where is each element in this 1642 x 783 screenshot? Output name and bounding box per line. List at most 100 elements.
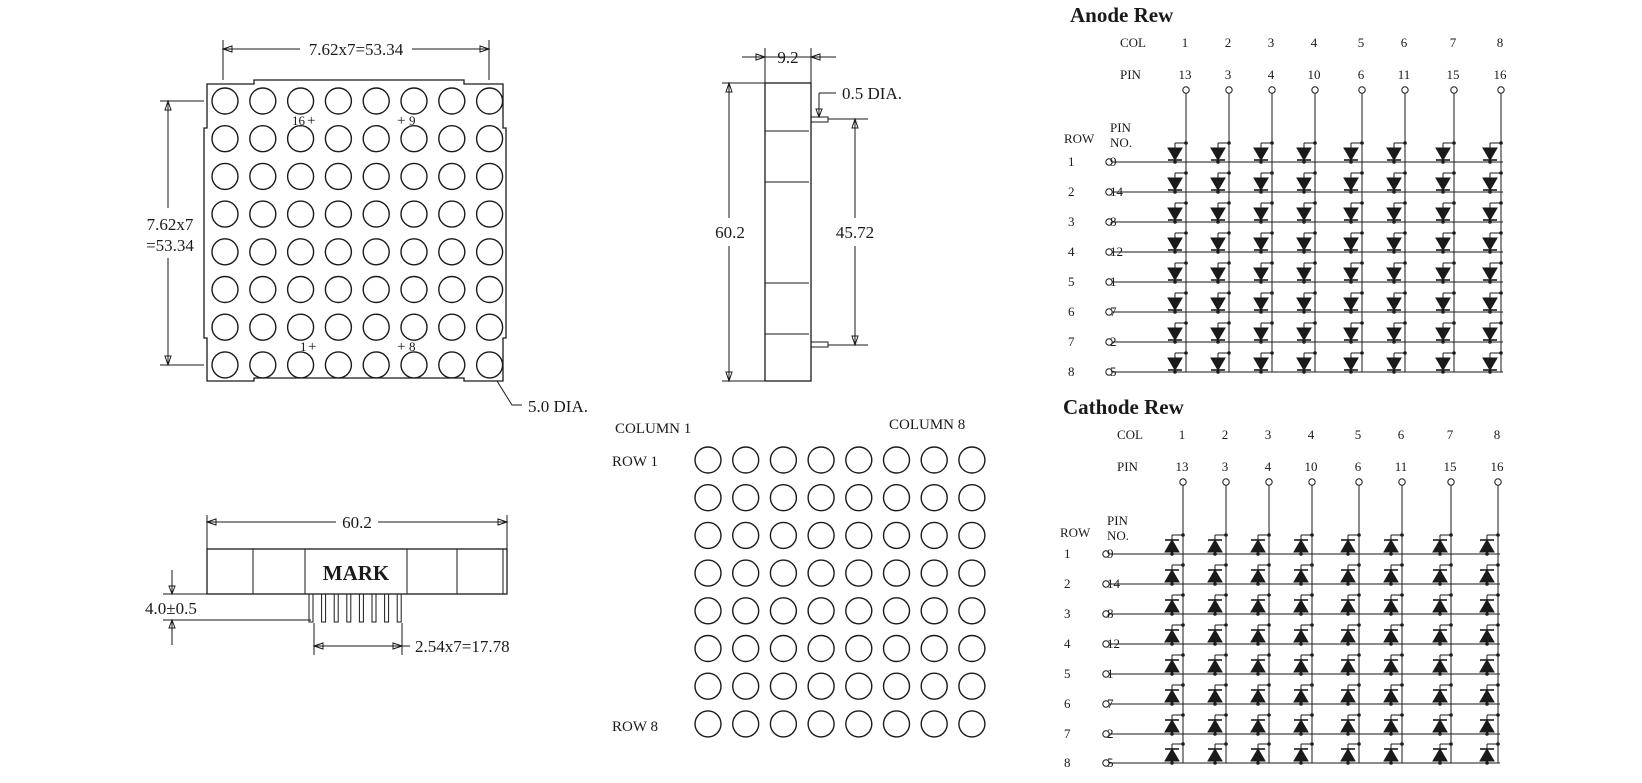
pin-mark-16: 16 [292, 113, 306, 128]
matrix-led-dot [920, 634, 948, 663]
led-diode-symbol [1343, 207, 1359, 221]
led-diode-symbol [1386, 147, 1402, 161]
matrix-led-dot [958, 710, 986, 738]
front-height-dimension-line2: =53.34 [146, 236, 194, 255]
led-diode-symbol [1164, 629, 1180, 643]
led-diode-symbol [1479, 719, 1495, 733]
column-pin-number: 11 [1395, 459, 1408, 474]
led-diode-symbol [1253, 177, 1269, 191]
matrix-led-dot [882, 634, 911, 663]
led-diode-symbol [1435, 267, 1451, 281]
cathode-pin-label: PIN [1117, 459, 1139, 474]
pin-mark-8: 8 [409, 339, 416, 354]
column-number: 4 [1311, 35, 1318, 50]
matrix-led-dot [958, 446, 986, 474]
front-led-dot [438, 200, 466, 228]
svg-text:+: + [397, 339, 405, 355]
front-led-dot [324, 351, 353, 379]
column-terminal [1311, 86, 1319, 94]
mark-label: MARK [323, 561, 390, 585]
led-diode-symbol [1432, 748, 1448, 762]
led-diode-symbol [1207, 569, 1223, 583]
led-diode-symbol [1293, 719, 1309, 733]
front-led-dot [475, 200, 504, 228]
matrix-led-dot [694, 672, 722, 700]
row-number: 1 [1064, 546, 1071, 561]
front-led-dot [400, 124, 428, 153]
led-diode-symbol [1250, 689, 1266, 703]
led-diode-symbol [1210, 357, 1226, 371]
front-led-dot [400, 238, 428, 266]
led-diode-symbol [1293, 629, 1309, 643]
led-diode-symbol [1435, 357, 1451, 371]
led-diode-symbol [1386, 267, 1402, 281]
led-diode-symbol [1250, 719, 1266, 733]
led-diode-symbol [1296, 357, 1312, 371]
led-diode-symbol [1293, 569, 1309, 583]
row-number: 8 [1064, 755, 1071, 770]
front-led-dot [249, 313, 277, 341]
front-led-dot [438, 162, 466, 191]
row-number: 7 [1068, 334, 1075, 349]
column-pin-number: 10 [1305, 459, 1318, 474]
column-pin-number: 6 [1355, 459, 1362, 474]
matrix-led-dot [732, 634, 760, 663]
column-terminal [1268, 86, 1276, 94]
front-led-dot [362, 87, 390, 115]
led-diode-symbol [1482, 357, 1498, 371]
bottom-pin [384, 593, 390, 623]
side-view-body [764, 82, 812, 382]
led-diode-symbol [1340, 599, 1356, 613]
bottom-pin [396, 593, 402, 623]
pin-pitch-dimension: 2.54x7=17.78 [415, 637, 510, 656]
front-led-dot [324, 200, 353, 228]
led-diode-symbol [1383, 748, 1399, 762]
row-number: 2 [1068, 184, 1075, 199]
led-diode-symbol [1432, 659, 1448, 673]
matrix-led-dot [845, 710, 873, 738]
led-diode-symbol [1435, 327, 1451, 341]
led-diode-symbol [1432, 539, 1448, 553]
matrix-led-dot [958, 484, 986, 512]
front-led-dot [475, 162, 504, 191]
pin-mark-9: 9 [409, 113, 416, 128]
led-diode-symbol [1164, 719, 1180, 733]
led-diode-symbol [1164, 748, 1180, 762]
matrix-led-dot [845, 597, 873, 625]
front-led-dot [324, 87, 353, 115]
led-diode-symbol [1386, 327, 1402, 341]
led-diode-symbol [1167, 237, 1183, 251]
matrix-led-dot [920, 710, 948, 738]
front-led-dot [211, 275, 239, 304]
led-diode-symbol [1479, 689, 1495, 703]
matrix-led-dot [958, 559, 986, 587]
front-led-dot [475, 351, 504, 379]
svg-text:+: + [307, 113, 315, 129]
matrix-led-dot [694, 634, 722, 663]
front-led-dot [475, 313, 504, 341]
led-diode-symbol [1293, 539, 1309, 553]
column-pin-number: 15 [1444, 459, 1457, 474]
column-pin-number: 6 [1358, 67, 1365, 82]
column-terminal [1355, 478, 1363, 486]
led-diode-symbol [1435, 207, 1451, 221]
led-diode-symbol [1164, 569, 1180, 583]
column-number: 2 [1225, 35, 1232, 50]
led-diode-symbol [1210, 327, 1226, 341]
led-diode-symbol [1435, 237, 1451, 251]
front-dot-grid [211, 87, 504, 379]
led-diode-symbol [1253, 327, 1269, 341]
front-led-dot [324, 124, 353, 153]
led-diode-symbol [1343, 297, 1359, 311]
matrix-led-dot [769, 559, 798, 587]
column-pin-number: 16 [1494, 67, 1508, 82]
cathode-col-label: COL [1117, 427, 1143, 442]
matrix-led-dot [769, 597, 798, 625]
anode-pin-no-label-1: PIN [1110, 120, 1132, 135]
led-diode-symbol [1296, 297, 1312, 311]
column-terminal [1308, 478, 1316, 486]
